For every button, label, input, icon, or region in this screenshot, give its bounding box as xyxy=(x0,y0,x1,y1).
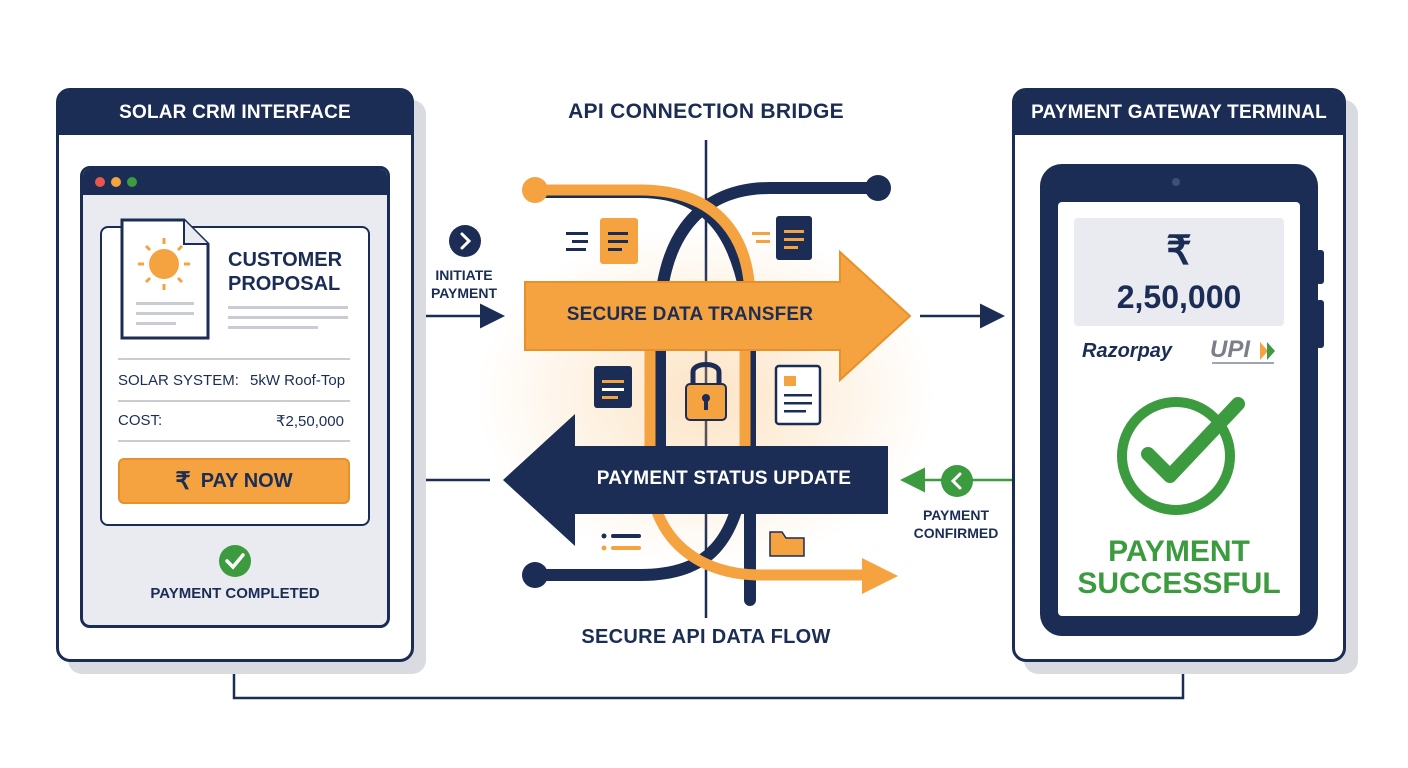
success-line2: SUCCESSFUL xyxy=(1077,567,1281,600)
payment-confirmed-label: PAYMENT CONFIRMED xyxy=(900,506,1012,542)
upi-tagline-line xyxy=(1212,362,1274,364)
success-check-icon xyxy=(1117,397,1245,515)
proposal-title-line2: PROPOSAL xyxy=(228,273,341,295)
chevron-left-icon xyxy=(941,465,973,497)
rupee-icon: ₹ xyxy=(175,467,191,495)
upi-logo: UPI xyxy=(1210,336,1251,363)
chevron-right-icon xyxy=(449,225,481,257)
divider xyxy=(118,440,350,442)
confirmed-line1: PAYMENT xyxy=(922,507,990,523)
folder-icon xyxy=(769,531,805,557)
list-icon xyxy=(601,533,641,551)
orange-track-arrowhead xyxy=(862,558,898,594)
document-icon xyxy=(774,364,822,426)
system-value: 5kW Roof-Top xyxy=(250,372,346,389)
orange-track-a xyxy=(529,184,756,306)
status-update-arrow xyxy=(503,414,888,546)
maximize-window-icon[interactable] xyxy=(127,177,137,187)
initiate-line2: PAYMENT xyxy=(430,285,498,301)
divider xyxy=(118,358,350,360)
document-icon xyxy=(566,218,638,264)
divider xyxy=(118,400,350,402)
track-node xyxy=(865,175,891,201)
proposal-document-icon xyxy=(120,218,210,340)
razorpay-logo: Razorpay xyxy=(1082,340,1173,362)
initiate-line1: INITIATE xyxy=(435,267,493,283)
confirmed-line2: CONFIRMED xyxy=(913,525,999,541)
gateway-panel-header: PAYMENT GATEWAY TERMINAL xyxy=(1015,91,1343,135)
lock-icon xyxy=(685,362,727,421)
amount-box: ₹ 2,50,000 xyxy=(1074,218,1284,326)
proposal-title: CUSTOMER PROPOSAL xyxy=(228,248,358,296)
payment-amount: 2,50,000 xyxy=(1116,279,1242,315)
proposal-text-line xyxy=(228,326,318,329)
system-label: SOLAR SYSTEM: xyxy=(118,372,239,389)
document-icon xyxy=(752,216,812,260)
camera-icon xyxy=(1172,178,1180,186)
payment-completed-label: PAYMENT COMPLETED xyxy=(150,585,320,602)
initiate-payment-label: INITIATE PAYMENT xyxy=(412,266,516,302)
rupee-symbol-icon: ₹ xyxy=(1166,229,1192,273)
payment-successful-label: PAYMENT SUCCESSFUL xyxy=(1058,536,1300,600)
check-circle-icon xyxy=(219,545,251,577)
browser-title-bar xyxy=(83,169,387,195)
close-window-icon[interactable] xyxy=(95,177,105,187)
secure-transfer-label: SECURE DATA TRANSFER xyxy=(566,304,814,325)
track-node xyxy=(522,562,548,588)
bridge-title: API CONNECTION BRIDGE xyxy=(568,100,844,123)
side-button xyxy=(1316,300,1324,348)
secure-transfer-arrow xyxy=(524,249,912,383)
crm-panel-header: SOLAR CRM INTERFACE xyxy=(59,91,411,135)
pay-now-button[interactable]: ₹ PAY NOW xyxy=(118,458,350,504)
proposal-text-line xyxy=(228,306,348,309)
cost-label: COST: xyxy=(118,412,163,429)
bridge-footer: SECURE API DATA FLOW xyxy=(581,626,831,648)
track-node xyxy=(522,177,548,203)
proposal-title-line1: CUSTOMER xyxy=(228,249,343,271)
proposal-text-line xyxy=(228,316,348,319)
status-update-label: PAYMENT STATUS UPDATE xyxy=(596,468,852,489)
sun-icon xyxy=(138,238,190,290)
upi-arrow-icon xyxy=(1260,342,1275,360)
pay-now-label: PAY NOW xyxy=(200,469,293,492)
cost-value: ₹2,50,000 xyxy=(276,413,344,430)
success-line1: PAYMENT xyxy=(1108,535,1250,568)
side-button xyxy=(1316,250,1324,284)
minimize-window-icon[interactable] xyxy=(111,177,121,187)
document-icon xyxy=(594,366,632,408)
